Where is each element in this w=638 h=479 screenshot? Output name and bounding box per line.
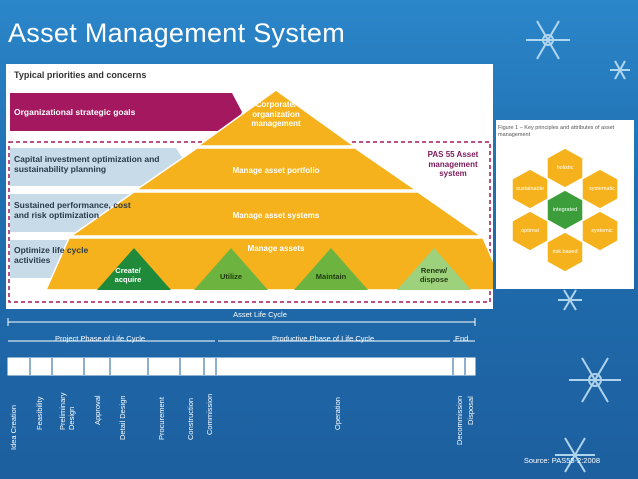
stage-feasibility: Feasibility (35, 396, 44, 430)
end-phase-label: End (455, 334, 469, 343)
figure-caption: Figure 1 – Key principles and attributes… (498, 125, 615, 138)
arrow-label-sustained-performance: Sustained performance, cost and risk opt… (14, 200, 131, 220)
productive-phase-label: Productive Phase of Life Cycle (272, 334, 375, 343)
stage-construction: Construction (186, 397, 195, 440)
hex-label-integrated: integrated (552, 207, 578, 213)
stage-idea-creation: Idea Creation (9, 404, 18, 450)
hex-label-systemic: systemic (591, 228, 613, 234)
hex-label-holistic: holistic (556, 165, 574, 171)
stage-operation: Operation (333, 397, 342, 430)
arrow-label-optimize-lifecycle: Optimize life cycle activities (14, 245, 89, 265)
stage-procurement: Procurement (157, 397, 166, 440)
hex-label-risk-based: risk based (552, 249, 578, 255)
arrow-strategic-goals (10, 93, 242, 131)
hex-label-optimal: optimal (521, 228, 539, 234)
lifecycle-create (97, 248, 171, 290)
lifecycle-label-utilize: Utilize (219, 272, 243, 281)
stage-commission: Commission (205, 393, 214, 435)
priorities-heading: Typical priorities and concerns (14, 70, 147, 80)
lifecycle-label-create: Create/ acquire (114, 266, 142, 284)
pyramid-systems (68, 191, 484, 237)
project-phase-label: Project Phase of Life Cycle (55, 334, 146, 343)
pyramid-diagram (8, 89, 493, 303)
pyramid-portfolio (133, 147, 419, 191)
lifecycle-utilize (194, 248, 268, 290)
pyramid-label-corporate: Corporate/ organization management (251, 100, 301, 128)
arrow-label-capital-investment: Capital investment optimization and sust… (14, 154, 160, 174)
pyramid-label-portfolio: Manage asset portfolio (232, 166, 320, 175)
page-title: Asset Management System (8, 18, 346, 48)
asset-life-cycle-label: Asset Life Cycle (233, 310, 287, 319)
stage-approval: Approval (93, 395, 102, 425)
lifecycle-label-maintain: Maintain (315, 272, 347, 281)
pyramid-label-systems: Manage asset systems (232, 211, 320, 220)
pyramid-corporate (195, 89, 357, 147)
lifecycle-label-renew: Renew/ dispose (419, 266, 449, 284)
pyramid-label-assets: Manage assets (247, 244, 305, 253)
source-note: Source: PAS55-2:2008 (523, 456, 600, 465)
lifecycle-renew (397, 248, 471, 290)
stage-preliminary-design: Preliminary Design (58, 392, 76, 430)
hex-label-sustainable: sustainable (516, 186, 544, 192)
stage-detail-design: Detail Design (118, 395, 127, 440)
pas55-label: PAS 55 Asset management system (427, 150, 479, 178)
stage-disposal: Disposal (466, 396, 475, 425)
hexagon-diagram (511, 147, 619, 273)
hex-label-systematic: systematic (589, 186, 615, 192)
arrow-capital-investment (10, 148, 188, 186)
arrow-label-strategic-goals: Organizational strategic goals (14, 107, 136, 117)
lifecycle-maintain (294, 248, 368, 290)
stage-decommission: Decommission (455, 395, 464, 445)
